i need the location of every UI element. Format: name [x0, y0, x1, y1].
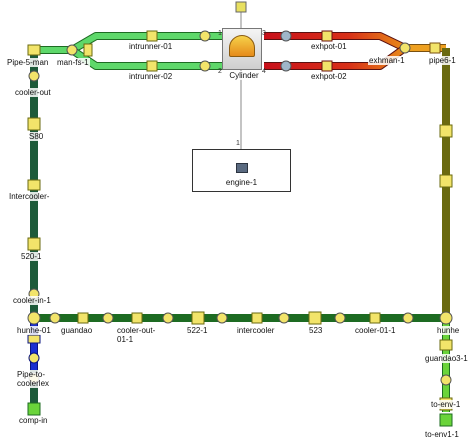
engine-block[interactable]: engine-1	[192, 149, 291, 192]
marker-exhaust-port-4	[280, 60, 292, 72]
marker-to-env1	[439, 413, 453, 427]
label-man-fs: man-fs-1	[56, 58, 90, 67]
marker-bottom-6	[334, 312, 346, 324]
marker-hunhe-01	[27, 311, 41, 325]
marker-intercooler-left	[27, 179, 41, 191]
marker-right-1	[439, 124, 453, 138]
marker-bottom-4	[216, 312, 228, 324]
label-s523: 523	[308, 326, 324, 335]
label-cooler-out: cooler-out	[14, 88, 52, 97]
marker-guandao	[77, 312, 89, 324]
label-pipe-man: Pipe-5-man	[6, 58, 50, 67]
label-exh-man: exhman-1	[368, 56, 406, 65]
port-1-label: 1	[218, 30, 222, 37]
marker-intake-split	[83, 43, 93, 57]
marker-intrunner-02	[146, 60, 158, 72]
label-intrunner-02: intrunner-02	[128, 72, 174, 81]
label-exhpot-02: exhpot-02	[310, 72, 348, 81]
junction-top-node	[235, 1, 247, 13]
marker-right-2	[439, 174, 453, 188]
marker-pipe6	[429, 42, 441, 54]
label-cooler-in: cooler-in-1	[12, 296, 52, 305]
engine-icon	[236, 163, 248, 173]
marker-bottom-7	[402, 312, 414, 324]
label-cooler-01: cooler-01-1	[354, 326, 397, 335]
marker-s522	[191, 311, 205, 325]
cylinder-icon	[229, 35, 255, 57]
marker-exhpot-02	[321, 60, 333, 72]
marker-s523	[308, 311, 322, 325]
marker-bottom-5	[278, 312, 290, 324]
cylinder-label: Cylinder	[218, 71, 270, 80]
label-cooler-out-01: cooler-out- 01-1	[116, 326, 157, 344]
marker-comp-in	[27, 402, 41, 416]
engine-port-label: 1	[236, 140, 240, 147]
marker-blue-2	[28, 352, 40, 364]
marker-cooler-out	[28, 70, 40, 82]
label-guandao: guandao	[60, 326, 94, 335]
label-intercooler: intercooler	[236, 326, 276, 335]
label-s522: 522-1	[186, 326, 209, 335]
marker-exh-man	[399, 42, 411, 54]
marker-bottom-3	[162, 312, 174, 324]
marker-right-3	[440, 374, 452, 386]
label-hunhe-01: hunhe-01	[16, 326, 52, 335]
marker-hunhe	[439, 311, 453, 325]
label-to-env1: to-env1-1	[424, 430, 460, 439]
marker-guandao3	[439, 339, 453, 351]
intake-runners	[36, 32, 226, 70]
marker-blue-1	[27, 334, 41, 344]
marker-intake-port-1	[199, 30, 211, 42]
cylinder-block[interactable]	[222, 28, 262, 70]
marker-intake-port-2	[199, 60, 211, 72]
label-s520: 520-1	[20, 252, 43, 261]
marker-bottom-1	[49, 312, 61, 324]
marker-man-fs	[66, 44, 78, 56]
label-intrunner-01: intrunner-01	[128, 42, 174, 51]
port-4-label: 4	[262, 68, 266, 75]
label-comp-in: comp-in	[18, 416, 49, 425]
marker-exhaust-port-3	[280, 30, 292, 42]
label-to-env: to-env-1	[430, 400, 462, 409]
label-guandao3: guandao3-1	[424, 354, 469, 363]
port-3-label: 3	[262, 30, 266, 37]
marker-cooler-01	[369, 312, 381, 324]
junction-markers	[27, 1, 453, 427]
label-hunhe: hunhe	[436, 326, 461, 335]
exhaust-runners	[264, 32, 446, 70]
label-intercooler-left: Intercooler-	[8, 192, 51, 201]
engine-label: engine-1	[225, 178, 258, 187]
label-exhpot-01: exhpot-01	[310, 42, 348, 51]
label-s80: S80	[28, 132, 45, 141]
marker-s80	[27, 117, 41, 131]
label-pipe-to-cooler: Pipe-to- coolerlex	[16, 370, 51, 388]
marker-cooler-out-01	[131, 312, 143, 324]
marker-intercooler	[251, 312, 263, 324]
marker-pipe-man	[27, 44, 41, 56]
marker-s520	[27, 237, 41, 251]
marker-exhpot-01	[321, 30, 333, 42]
marker-bottom-2	[102, 312, 114, 324]
marker-intrunner-01	[146, 30, 158, 42]
label-pipe6: pipe6-1	[428, 56, 457, 65]
port-2-label: 2	[218, 68, 222, 75]
